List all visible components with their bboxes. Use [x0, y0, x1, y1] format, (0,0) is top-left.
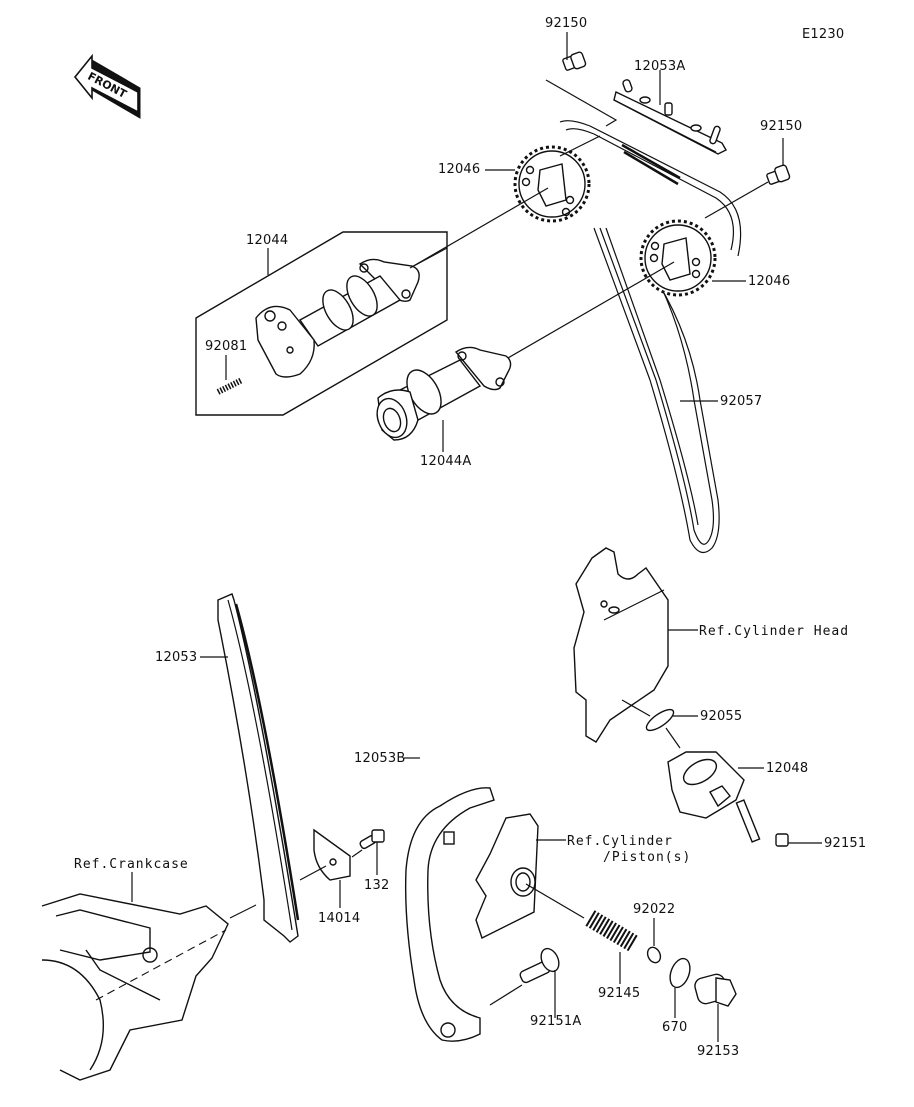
oring-670	[669, 957, 691, 1018]
part-label-92150-right[interactable]: 92150	[760, 119, 803, 134]
plug-92153	[694, 973, 737, 1042]
spring-92081	[216, 355, 244, 395]
oring-92055	[645, 708, 698, 749]
bolt-132	[351, 829, 385, 875]
cam-sprocket-12046-lower	[507, 219, 746, 359]
part-label-14014[interactable]: 14014	[318, 911, 361, 926]
part-label-132[interactable]: 132	[364, 878, 390, 893]
cylinder-piston-reference	[475, 813, 585, 939]
chain-guide-12053	[200, 593, 300, 943]
front-arrow-icon: FRONT	[73, 53, 141, 119]
part-label-12053A[interactable]: 12053A	[634, 59, 686, 74]
part-label-92055[interactable]: 92055	[700, 709, 743, 724]
crankcase-reference	[41, 872, 257, 1081]
figure-code: E1230	[802, 27, 845, 42]
part-label-12044A[interactable]: 12044A	[420, 454, 472, 469]
cylinder-head-reference	[573, 547, 698, 743]
camshaft-12044	[195, 231, 448, 416]
part-label-92081[interactable]: 92081	[205, 339, 248, 354]
part-label-92153[interactable]: 92153	[697, 1044, 740, 1059]
washer-92022	[646, 918, 662, 964]
part-label-12048[interactable]: 12048	[766, 761, 809, 776]
part-label-12053[interactable]: 12053	[155, 650, 198, 665]
part-label-92145[interactable]: 92145	[598, 986, 641, 1001]
ref-label-cylinder-piston-line2: /Piston(s)	[603, 850, 692, 865]
ref-label-cylinder-head: Ref.Cylinder Head	[699, 624, 850, 639]
spring-92145	[585, 910, 639, 984]
part-label-92151A[interactable]: 92151A	[530, 1014, 582, 1029]
part-label-12046-lower[interactable]: 12046	[748, 274, 791, 289]
part-label-92057[interactable]: 92057	[720, 394, 763, 409]
tensioner-guide-12053B	[404, 757, 523, 1042]
part-label-12044[interactable]: 12044	[246, 233, 289, 248]
camshaft-12044A	[376, 346, 512, 452]
part-label-92022[interactable]: 92022	[633, 902, 676, 917]
part-label-92151[interactable]: 92151	[824, 836, 867, 851]
bolt-92151A	[519, 947, 560, 1018]
cam-sprocket-12046-upper	[409, 135, 601, 269]
ref-label-cylinder-piston-line1: Ref.Cylinder	[567, 834, 673, 849]
part-label-12046-upper[interactable]: 12046	[438, 162, 481, 177]
ref-label-crankcase: Ref.Crankcase	[74, 857, 189, 872]
part-label-12053B[interactable]: 12053B	[354, 751, 406, 766]
cam-chain-92057	[559, 120, 742, 554]
plate-14014	[299, 828, 351, 908]
bolt-92151	[735, 799, 822, 847]
upper-chain-guide-12053A	[613, 70, 727, 155]
bolt-92150-right	[704, 138, 791, 219]
tensioner-12048	[667, 751, 764, 819]
part-label-92150-top[interactable]: 92150	[545, 16, 588, 31]
bolt-92150-top	[545, 32, 618, 127]
part-label-670[interactable]: 670	[662, 1020, 688, 1035]
